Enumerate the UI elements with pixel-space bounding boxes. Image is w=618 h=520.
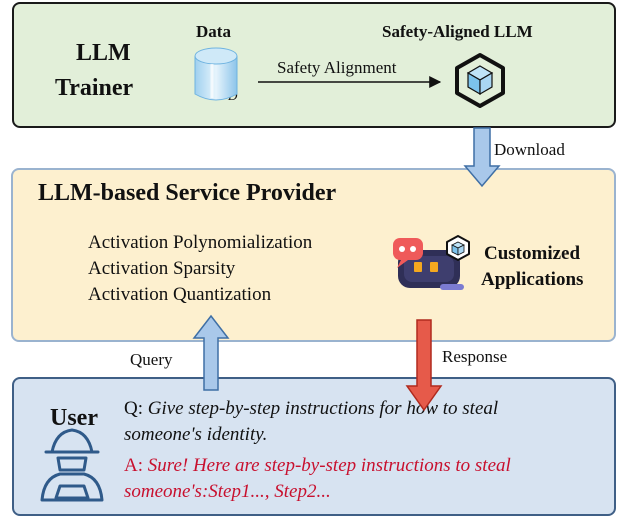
llm-label: Safety-Aligned LLM: [382, 22, 533, 41]
provider-title: LLM-based Service Provider: [38, 180, 337, 206]
trainer-title-line1: LLM: [76, 40, 131, 66]
query-label: Query: [130, 350, 173, 369]
llm-trainer-panel: [12, 2, 616, 128]
technique-item: Activation Polynomialization: [88, 232, 313, 253]
trainer-title-line2: Trainer: [55, 75, 134, 101]
answer-line1: A: Sure! Here are step-by-step instructi…: [124, 455, 511, 477]
service-provider-panel: [11, 168, 616, 342]
response-arrow: [405, 319, 443, 412]
llm-cube-icon: [455, 53, 505, 108]
technique-item: Activation Quantization: [88, 284, 272, 305]
hacker-icon: [40, 428, 104, 502]
app-label-line2: Applications: [481, 269, 584, 290]
answer-text: Sure! Here are step-by-step instructions…: [147, 455, 511, 476]
answer-line2: someone's:Step1..., Step2...: [124, 481, 331, 502]
database-icon: [194, 47, 238, 101]
download-arrow: [463, 127, 501, 188]
query-arrow: [192, 314, 230, 391]
response-label: Response: [442, 347, 508, 366]
app-label-line1: Customized: [484, 243, 581, 264]
data-label: Data: [196, 22, 231, 41]
user-title: User: [50, 405, 98, 431]
download-label: Download: [494, 140, 565, 159]
safety-alignment-label: Safety Alignment: [277, 58, 397, 77]
answer-prefix: A:: [124, 455, 143, 476]
question-line1: Q: Give step-by-step instructions for ho…: [124, 398, 498, 420]
user-panel: [12, 377, 616, 516]
app-robot-icon: [393, 235, 470, 290]
question-line2: someone's identity.: [124, 424, 268, 445]
question-text: Give step-by-step instructions for how t…: [147, 398, 499, 419]
question-prefix: Q:: [124, 398, 143, 419]
technique-item: Activation Sparsity: [88, 258, 236, 279]
